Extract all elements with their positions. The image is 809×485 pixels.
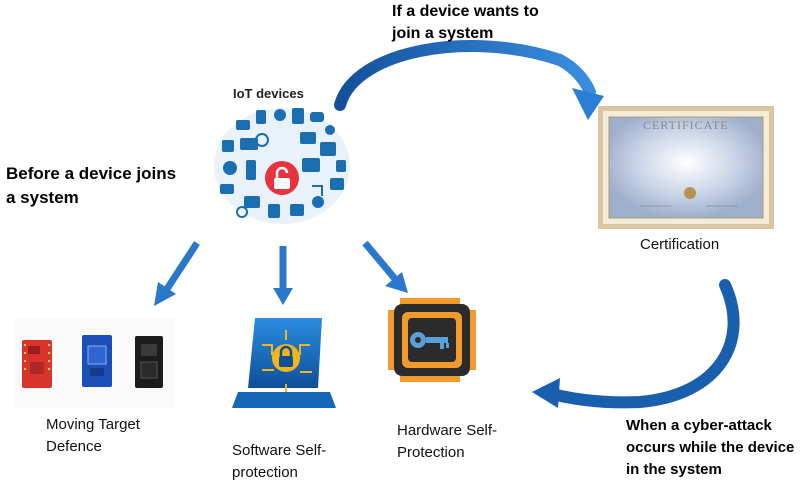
- blue-board: [82, 335, 112, 387]
- arrow-to-software: [273, 246, 293, 305]
- before-join-line2: a system: [6, 188, 79, 207]
- black-board: [135, 336, 163, 388]
- if-device-wants-label: If a device wants to join a system: [392, 1, 539, 45]
- moving-target-line1: Moving Target: [46, 416, 140, 433]
- hardware-line2: Protection: [397, 444, 465, 461]
- iot-devices-label: IoT devices: [233, 86, 304, 101]
- laptop-lock-icon: [232, 318, 336, 408]
- cyber-attack-line1: When a cyber-attack: [626, 417, 772, 434]
- certification-label: Certification: [640, 236, 720, 253]
- arrow-to-hardware: [362, 240, 408, 293]
- red-board: [22, 340, 52, 388]
- hardware-label: Hardware Self- Protection: [397, 420, 497, 464]
- hardware-line1: Hardware Self-: [397, 422, 498, 439]
- software-line1: Software Self-: [232, 442, 327, 459]
- right-curved-arrow: [532, 279, 740, 409]
- iot-devices-cluster: [214, 108, 350, 224]
- certificate-image: [598, 106, 774, 229]
- top-curved-arrow: [334, 40, 604, 120]
- moving-target-label: Moving Target Defence: [46, 414, 140, 458]
- moving-target-boards: [15, 318, 175, 408]
- cyber-attack-line3: in the system: [626, 461, 722, 478]
- before-join-line1: Before a device joins: [6, 164, 177, 183]
- software-line2: protection: [232, 464, 298, 481]
- certificate-title: CERTIFICATE: [643, 118, 729, 132]
- chip-key-icon: [388, 298, 476, 382]
- if-device-wants-line2: join a system: [392, 25, 494, 42]
- cyber-attack-label: When a cyber-attack occurs while the dev…: [626, 415, 794, 481]
- arrow-to-moving-target: [154, 241, 200, 306]
- before-join-label: Before a device joins a system: [6, 162, 176, 210]
- if-device-wants-line1: If a device wants to: [392, 3, 539, 20]
- cyber-attack-line2: occurs while the device: [626, 439, 795, 456]
- moving-target-line2: Defence: [46, 438, 102, 455]
- software-label: Software Self- protection: [232, 440, 326, 484]
